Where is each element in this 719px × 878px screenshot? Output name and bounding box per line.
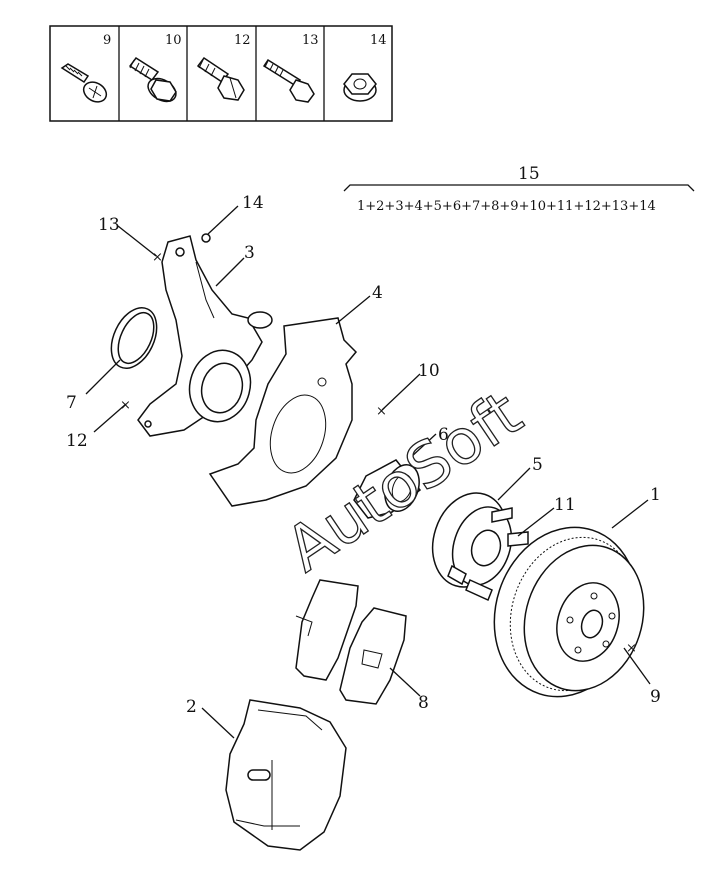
fastener-number-14: 14 (370, 33, 387, 48)
fastener-number-10: 10 (165, 33, 182, 48)
callout-8: 8 (418, 693, 429, 713)
callout-13: 13 (98, 215, 120, 235)
assembly-bracket: 15 1+2+3+4+5+6+7+8+9+10+11+12+13+14 (343, 164, 695, 214)
svg-text:×: × (152, 250, 163, 265)
callout-2: 2 (186, 697, 197, 717)
callout-9: 9 (650, 687, 661, 707)
callout-6: 6 (438, 425, 449, 445)
knuckle-nut (201, 233, 211, 243)
callout-7: 7 (66, 393, 77, 413)
fastener-number-13: 13 (302, 33, 319, 48)
callout-14: 14 (242, 193, 264, 213)
brake-disc (493, 526, 645, 698)
snap-ring (110, 307, 158, 369)
assembly-formula: 1+2+3+4+5+6+7+8+9+10+11+12+13+14 (357, 199, 656, 214)
svg-text:×: × (376, 404, 387, 419)
brake-pads (295, 579, 407, 705)
callout-5: 5 (532, 455, 543, 475)
callout-labels: 1 2 3 4 5 6 7 8 9 10 11 12 13 14 (66, 193, 661, 717)
fastener-number-9: 9 (103, 33, 111, 48)
flange-nut-icon (343, 73, 377, 102)
callout-1: 1 (650, 485, 661, 505)
long-bolt-icon (262, 58, 315, 103)
wheel-hub (431, 492, 529, 602)
fastener-table: 9 10 12 13 14 (49, 25, 393, 122)
svg-text:×: × (626, 641, 637, 656)
callout-10: 10 (418, 361, 440, 381)
svg-text:×: × (120, 398, 131, 413)
phillips-screw-icon (60, 63, 108, 103)
hex-bolt-icon (196, 56, 245, 101)
assembly-number: 15 (518, 164, 540, 184)
callout-12: 12 (66, 431, 88, 451)
callout-3: 3 (244, 243, 255, 263)
flange-bolt-icon (128, 56, 177, 103)
brake-caliper (225, 699, 347, 851)
leader-lines: × × × × (85, 205, 651, 739)
dust-shield (208, 317, 358, 507)
callout-4: 4 (372, 283, 383, 303)
steering-knuckle (137, 235, 273, 437)
callout-11: 11 (554, 495, 576, 515)
fastener-number-12: 12 (234, 33, 251, 48)
wheel-bearing (353, 459, 422, 519)
